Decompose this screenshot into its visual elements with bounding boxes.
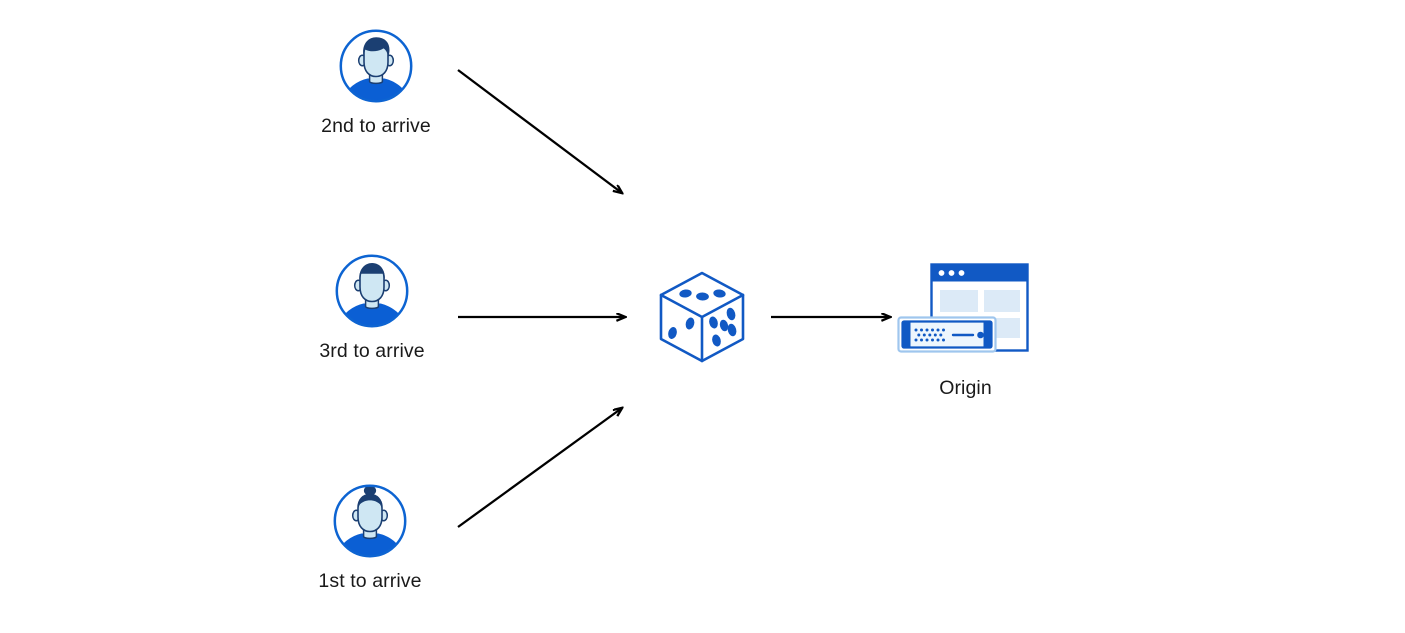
node-label-client-1st: 1st to arrive (318, 570, 422, 592)
node-label-origin: Origin (939, 377, 992, 399)
edge-1st-to-dice (457, 408, 622, 528)
node-label-client-2nd: 2nd to arrive (321, 115, 431, 137)
origin-server-icon (893, 255, 1038, 365)
user-avatar-icon (331, 482, 409, 560)
node-label-client-3rd: 3rd to arrive (319, 340, 425, 362)
node-client-1st[interactable]: 1st to arrive (306, 482, 434, 593)
edge-2nd-to-dice (457, 69, 622, 193)
node-client-3rd[interactable]: 3rd to arrive (308, 252, 436, 363)
node-dice[interactable] (655, 267, 749, 365)
node-client-2nd[interactable]: 2nd to arrive (312, 27, 440, 138)
dice-cube-icon (655, 267, 749, 365)
user-avatar-icon (333, 252, 411, 330)
node-origin[interactable]: Origin (893, 255, 1038, 400)
server-device-icon (897, 316, 997, 353)
user-avatar-icon (337, 27, 415, 105)
